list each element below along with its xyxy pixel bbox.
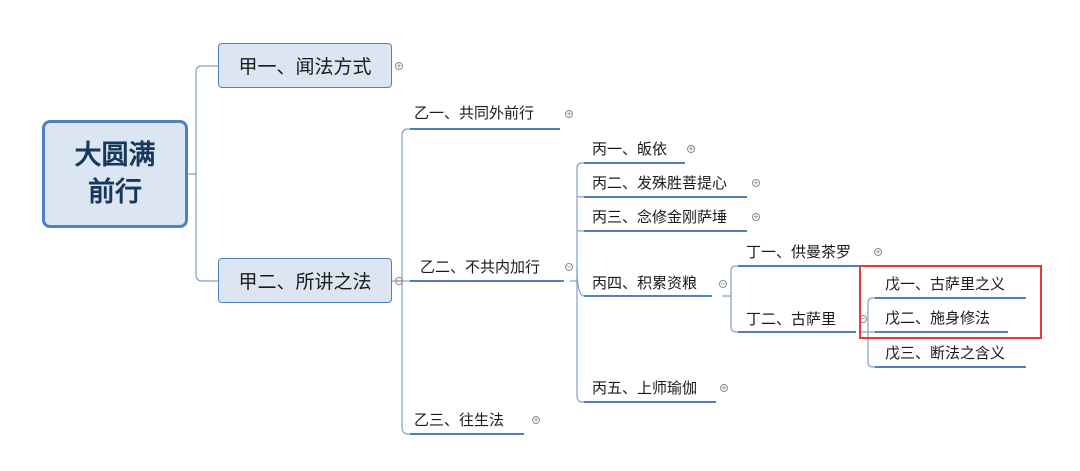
topic-yi2[interactable]: 乙二、不共内加行 xyxy=(420,258,541,276)
highlight-box xyxy=(859,265,1042,339)
expand-jia1-icon[interactable]: + xyxy=(395,62,403,70)
topic-wu2[interactable]: 戊二、施身修法 xyxy=(885,309,991,327)
topic-bing4[interactable]: 丙四、积累资粮 xyxy=(592,274,698,292)
topic-jia1-label: 甲一、闻法方式 xyxy=(238,56,372,78)
topic-jia2-label: 甲二、所讲之法 xyxy=(238,271,372,293)
topic-jia1[interactable]: 甲一、闻法方式 xyxy=(218,43,392,88)
expand-ding1-icon[interactable]: + xyxy=(874,248,882,256)
topic-bing1[interactable]: 丙一、皈依 xyxy=(592,140,668,158)
expand-bing3-icon[interactable]: + xyxy=(752,213,760,221)
expand-bing5-icon[interactable]: + xyxy=(720,384,728,392)
topic-ding2[interactable]: 丁二、古萨里 xyxy=(746,310,837,328)
collapse-yi2-icon[interactable]: − xyxy=(565,263,573,271)
collapse-bing4-icon[interactable]: − xyxy=(719,280,727,288)
topic-bing3[interactable]: 丙三、念修金刚萨埵 xyxy=(592,208,728,226)
expand-bing2-icon[interactable]: + xyxy=(752,179,760,187)
expand-yi1-icon[interactable]: + xyxy=(565,110,573,118)
expand-yi3-icon[interactable]: + xyxy=(532,416,540,424)
topic-bing2[interactable]: 丙二、发殊胜菩提心 xyxy=(592,174,728,192)
topic-wu1[interactable]: 戊一、古萨里之义 xyxy=(885,275,1006,293)
topic-yi1[interactable]: 乙一、共同外前行 xyxy=(414,104,535,122)
topic-yi3[interactable]: 乙三、往生法 xyxy=(414,411,505,429)
topic-wu3[interactable]: 戊三、断法之含义 xyxy=(885,344,1006,362)
topic-ding1[interactable]: 丁一、供曼茶罗 xyxy=(746,243,852,261)
collapse-jia2-icon[interactable]: − xyxy=(395,277,403,285)
topic-jia2[interactable]: 甲二、所讲之法 xyxy=(218,258,392,303)
topic-bing5[interactable]: 丙五、上师瑜伽 xyxy=(592,379,698,397)
root-topic[interactable]: 大圆满前行 xyxy=(42,120,188,228)
root-topic-label: 大圆满前行 xyxy=(74,140,156,208)
expand-bing1-icon[interactable]: + xyxy=(687,145,695,153)
